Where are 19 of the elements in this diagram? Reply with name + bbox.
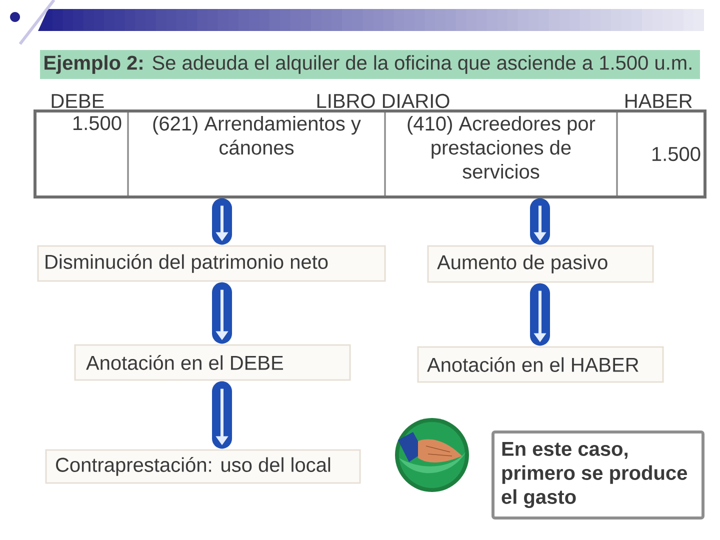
- note-box: En este caso, primero se produce el gasto: [492, 430, 704, 520]
- text-box: Disminución del patrimonio neto: [37, 245, 386, 282]
- arrow: [212, 198, 232, 245]
- arrow: [530, 283, 550, 346]
- text-box: Anotación en el DEBE: [74, 344, 351, 381]
- text-box: Anotación en el HABER: [417, 346, 664, 383]
- table-cell: (410) Acreedores por prestaciones de servicios: [384, 110, 618, 198]
- title-band: Ejemplo 2: Se adeuda el alquiler de la oficina que asciende a 1.500 u.m.: [40, 50, 700, 79]
- text-box: Aumento de pasivo: [427, 245, 654, 283]
- table-cell: 1.500: [34, 110, 129, 198]
- column-header: LIBRO DIARIO: [317, 94, 450, 108]
- text-box: Contraprestación: uso del local: [45, 449, 361, 484]
- table-cell: 1.500: [616, 110, 706, 198]
- table-cell: (621) Arrendamientos y cánones: [127, 110, 386, 198]
- arrow: [530, 198, 550, 245]
- column-header: DEBE: [52, 94, 104, 108]
- arrow: [212, 381, 232, 449]
- arrow: [212, 282, 232, 344]
- column-header: HABER: [626, 94, 692, 108]
